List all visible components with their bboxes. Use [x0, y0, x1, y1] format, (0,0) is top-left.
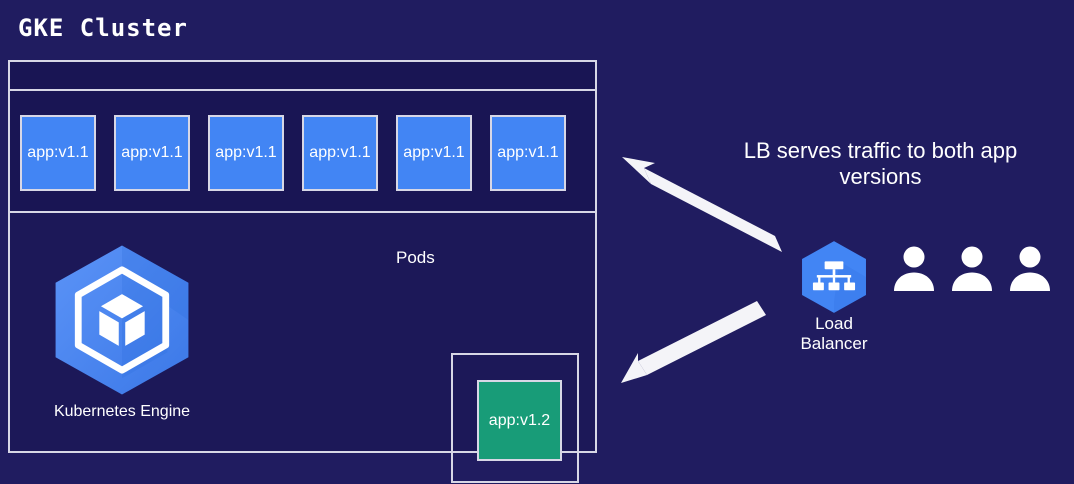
- pod-label: app:v1.1: [215, 144, 277, 161]
- pod-app-v1-1[interactable]: app:v1.1: [396, 115, 472, 191]
- pod-label: app:v1.1: [121, 144, 183, 161]
- load-balancer-label-line2: Balancer: [800, 334, 868, 354]
- pod-label: app:v1.1: [309, 144, 371, 161]
- cluster-header-strip: [10, 62, 595, 91]
- pods-label: Pods: [396, 248, 435, 267]
- pod-label: app:v1.1: [27, 144, 89, 161]
- pod-v2-container: app:v1.2: [451, 353, 579, 483]
- load-balancer-label: Load Balancer: [788, 314, 880, 355]
- pods-v1-band: app:v1.1 app:v1.1 app:v1.1 app:v1.1 app:…: [10, 91, 595, 213]
- gke-cluster-boundary: app:v1.1 app:v1.1 app:v1.1 app:v1.1 app:…: [8, 60, 597, 483]
- user-icon: [952, 246, 992, 291]
- kubernetes-engine-hexagon-icon: [55, 245, 189, 395]
- pod-app-v1-2[interactable]: app:v1.2: [477, 380, 562, 461]
- user-icon: [1010, 246, 1050, 291]
- user-icon: [894, 246, 934, 291]
- pod-label: app:v1.1: [403, 144, 465, 161]
- load-balancer-block: Load Balancer: [788, 238, 880, 355]
- kubernetes-engine-label: Kubernetes Engine: [53, 403, 191, 420]
- pod-label: app:v1.1: [497, 144, 559, 161]
- users-row: [890, 243, 1054, 291]
- lb-caption: LB serves traffic to both app versions: [743, 138, 1018, 189]
- load-balancer-label-line1: Load: [815, 314, 853, 333]
- pods-v1-row: app:v1.1 app:v1.1 app:v1.1 app:v1.1 app:…: [20, 115, 566, 191]
- pod-app-v1-1[interactable]: app:v1.1: [208, 115, 284, 191]
- pod-app-v1-1[interactable]: app:v1.1: [302, 115, 378, 191]
- arrow-lb-to-v2-pod: [621, 301, 766, 383]
- load-balancer-hexagon-icon: [802, 241, 866, 313]
- pod-app-v1-1[interactable]: app:v1.1: [20, 115, 96, 191]
- kubernetes-engine-block: Kubernetes Engine: [32, 239, 212, 421]
- cluster-lower-area: Kubernetes Engine Pods app:v1.2: [10, 213, 595, 483]
- pod-app-v1-1[interactable]: app:v1.1: [490, 115, 566, 191]
- pod-app-v1-1[interactable]: app:v1.1: [114, 115, 190, 191]
- page-title: GKE Cluster: [18, 14, 188, 42]
- pod-label: app:v1.2: [488, 411, 551, 429]
